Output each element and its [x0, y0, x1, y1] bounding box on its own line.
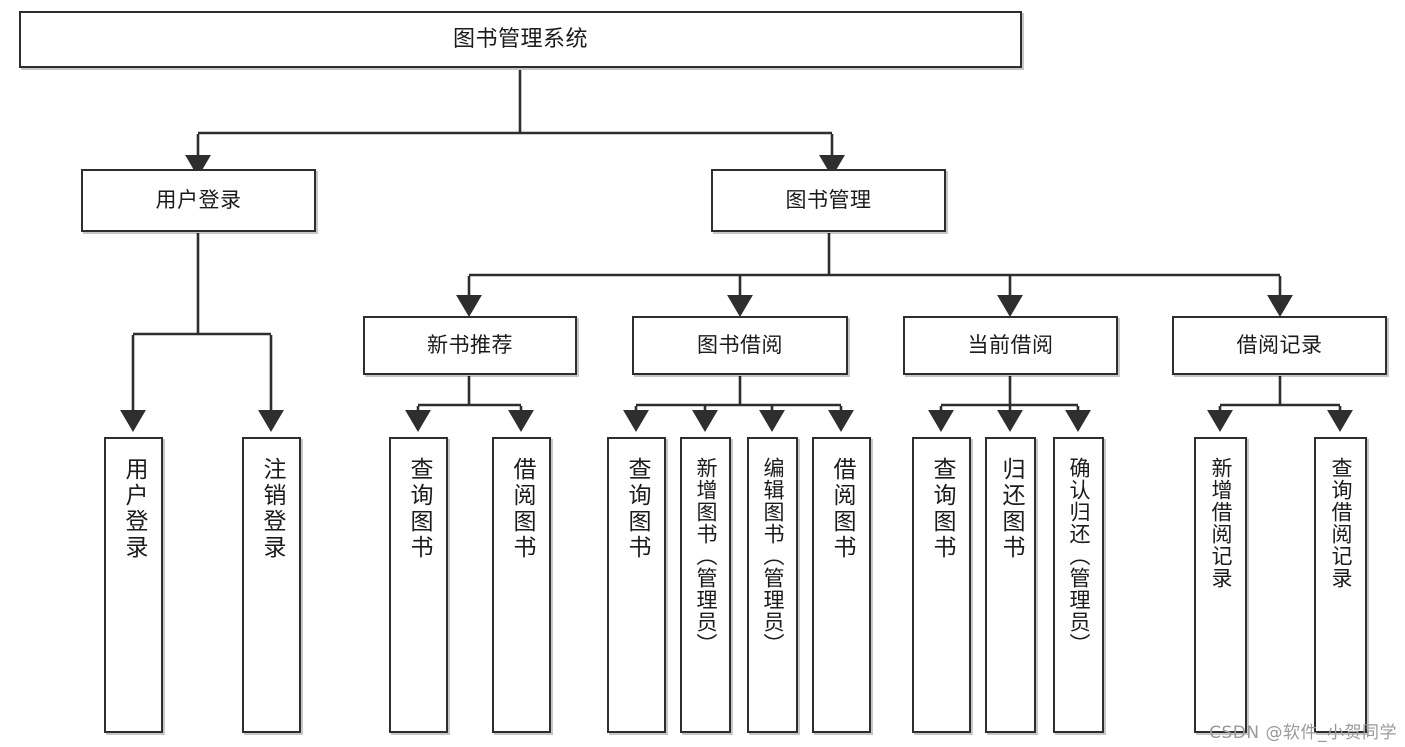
- leaf-query-book-recommend[interactable]: 查询图书: [389, 437, 448, 733]
- node-label: 新书推荐: [427, 333, 513, 358]
- node-label: 图书管理: [785, 188, 872, 213]
- leaf-return-book[interactable]: 归还图书: [985, 437, 1036, 733]
- node-label: 新增借阅记录: [1209, 457, 1233, 589]
- leaf-user-logout[interactable]: 注销登录: [242, 437, 301, 733]
- node-new-book-recommend[interactable]: 新书推荐: [363, 316, 577, 375]
- node-label: 新增图书（管理员）: [694, 457, 718, 655]
- node-label: 借阅记录: [1236, 333, 1323, 358]
- node-label: 查询图书: [929, 457, 955, 561]
- node-root-system[interactable]: 图书管理系统: [19, 11, 1022, 68]
- watermark-text: CSDN @软件_小贺同学: [1209, 723, 1397, 743]
- node-label: 注销登录: [259, 457, 285, 561]
- node-label: 图书借阅: [697, 333, 783, 358]
- leaf-query-borrow-record[interactable]: 查询借阅记录: [1314, 437, 1367, 733]
- node-label: 查询借阅记录: [1329, 457, 1353, 589]
- leaf-edit-book-admin[interactable]: 编辑图书（管理员）: [747, 437, 798, 733]
- node-current-borrow[interactable]: 当前借阅: [903, 316, 1118, 375]
- node-label: 图书管理系统: [452, 26, 588, 52]
- leaf-query-book-borrow[interactable]: 查询图书: [607, 437, 666, 733]
- node-user-login[interactable]: 用户登录: [81, 169, 316, 232]
- node-label: 查询图书: [406, 457, 432, 561]
- leaf-query-book-current[interactable]: 查询图书: [912, 437, 971, 733]
- node-label: 确认归还（管理员）: [1067, 457, 1091, 655]
- node-borrow-record[interactable]: 借阅记录: [1172, 316, 1387, 375]
- node-label: 查询图书: [624, 457, 650, 561]
- node-label: 用户登录: [121, 457, 147, 561]
- leaf-add-borrow-record[interactable]: 新增借阅记录: [1194, 437, 1247, 733]
- node-label: 编辑图书（管理员）: [761, 457, 785, 655]
- leaf-borrow-book-recommend[interactable]: 借阅图书: [492, 437, 551, 733]
- leaf-confirm-return-admin[interactable]: 确认归还（管理员）: [1053, 437, 1104, 733]
- leaf-borrow-book-borrow[interactable]: 借阅图书: [812, 437, 871, 733]
- node-label: 借阅图书: [829, 457, 855, 561]
- node-book-manage[interactable]: 图书管理: [711, 169, 946, 232]
- leaf-add-book-admin[interactable]: 新增图书（管理员）: [680, 437, 731, 733]
- node-label: 用户登录: [155, 188, 242, 213]
- node-label: 当前借阅: [967, 333, 1054, 358]
- node-book-borrow[interactable]: 图书借阅: [632, 316, 848, 375]
- node-label: 归还图书: [998, 457, 1024, 561]
- node-label: 借阅图书: [509, 457, 535, 561]
- leaf-user-login[interactable]: 用户登录: [104, 437, 163, 733]
